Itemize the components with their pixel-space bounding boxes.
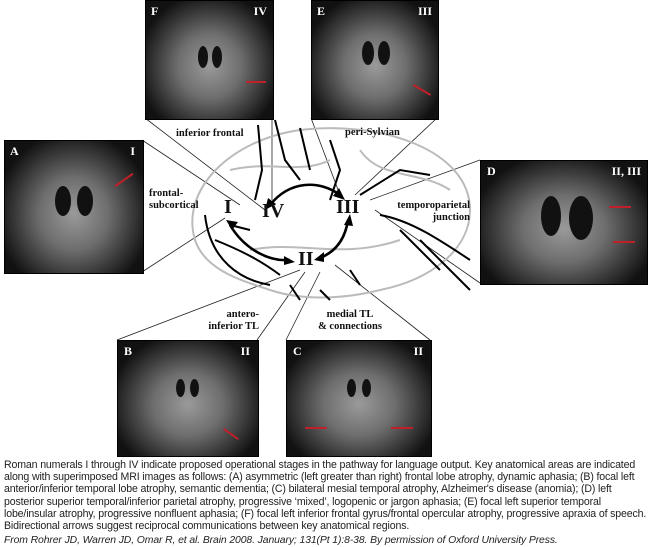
label-frontal-subcortical: frontal-subcortical <box>149 188 199 212</box>
sulci <box>204 119 471 301</box>
panel-stage: IV <box>253 4 267 18</box>
panel-letter: A <box>10 144 19 158</box>
connector-lines <box>116 117 481 341</box>
panel-letter: D <box>487 164 496 178</box>
label-peri-sylvian: peri-Sylvian <box>345 127 400 138</box>
atrophy-arrow <box>114 172 134 188</box>
atrophy-arrow <box>391 427 413 429</box>
label-antero-inferior-tl: antero-inferior TL <box>198 309 259 333</box>
panel-stage: III <box>417 4 432 18</box>
atrophy-arrow <box>305 427 327 429</box>
panel-stage: II <box>240 344 250 358</box>
stage-i: I <box>224 196 232 218</box>
mri-panel-d: D II, III <box>480 160 648 285</box>
panel-stage: II, III <box>611 164 641 178</box>
atrophy-arrow <box>609 206 631 208</box>
label-medial-tl: medial TL& connections <box>313 309 387 333</box>
panel-stage: I <box>130 144 135 158</box>
caption-block: Roman numerals I through IV indicate pro… <box>4 459 648 547</box>
panel-letter: E <box>317 4 326 18</box>
label-inferior-frontal: inferior frontal <box>176 128 244 139</box>
label-line: antero- <box>226 309 259 320</box>
mri-panel-e: E III <box>311 0 439 120</box>
arrowheads <box>226 188 353 265</box>
figure-caption: Roman numerals I through IV indicate pro… <box>4 459 647 533</box>
label-line: medial TL <box>326 309 374 320</box>
stage-iv: IV <box>262 200 285 222</box>
mri-panel-c: C II <box>286 340 432 457</box>
citation: From Rohrer JD, Warren JD, Omar R, et al… <box>4 535 558 547</box>
panel-stage: II <box>413 344 423 358</box>
atrophy-arrow <box>613 241 635 243</box>
label-line: inferior TL <box>208 321 259 332</box>
brain-diagram <box>116 117 481 341</box>
label-line: subcortical <box>149 200 199 211</box>
label-line: frontal- <box>149 188 184 199</box>
label-line: junction <box>432 212 470 223</box>
label-line: & connections <box>318 321 382 332</box>
atrophy-arrow <box>246 81 266 83</box>
panel-letter: C <box>293 344 302 358</box>
mri-panel-a: A I <box>4 140 144 274</box>
panel-letter: B <box>124 344 133 358</box>
stage-ii: II <box>298 248 314 270</box>
mri-panel-f: F IV <box>145 0 274 120</box>
label-line: temporoparietal <box>397 200 470 211</box>
atrophy-arrow <box>412 84 432 96</box>
panel-letter: F <box>151 4 159 18</box>
stage-iii: III <box>336 196 360 218</box>
atrophy-arrow <box>223 428 239 440</box>
mri-panel-b: B II <box>117 340 259 457</box>
